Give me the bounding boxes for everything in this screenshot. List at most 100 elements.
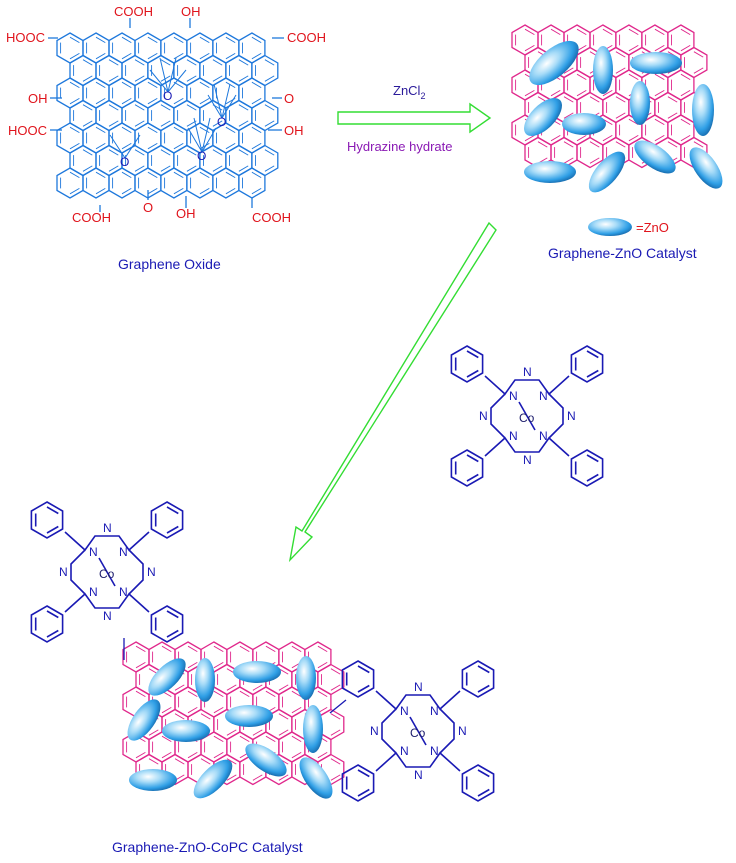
double-bond xyxy=(251,171,262,178)
n-atom: N xyxy=(430,704,439,718)
double-bond xyxy=(108,59,119,66)
double-bond xyxy=(199,171,210,178)
double-bond xyxy=(121,53,132,60)
double-bond xyxy=(537,141,548,148)
epoxy-oxygen-4: O xyxy=(197,149,206,163)
n-atom: N xyxy=(119,545,128,559)
double-bond xyxy=(238,75,249,82)
graphene-oxide-substituent-bonds xyxy=(48,18,284,212)
double-bond xyxy=(252,729,263,736)
double-bond xyxy=(95,143,106,150)
double-bond xyxy=(317,645,328,652)
double-bond xyxy=(278,713,289,720)
zno-particle xyxy=(529,40,579,86)
n-atom: N xyxy=(103,521,112,535)
double-bond xyxy=(186,104,197,111)
double-bond xyxy=(357,788,370,797)
double-bond xyxy=(46,629,59,638)
graphene-oxide-functional-groups: HOOC COOH OH COOH OH O HOOC OH COOH O OH… xyxy=(6,4,326,225)
double-bond xyxy=(147,53,158,60)
double-bond xyxy=(135,752,146,759)
double-bond xyxy=(186,165,197,172)
epoxy-oxygen-2: O xyxy=(217,115,226,129)
graphene-zno-label: Graphene-ZnO Catalyst xyxy=(548,245,697,261)
zno-particle xyxy=(245,743,287,777)
macrocycle-bond xyxy=(70,549,86,595)
double-bond xyxy=(628,73,639,80)
double-bond xyxy=(586,369,599,378)
reagent-hydrazine-hydrate: Hydrazine hydrate xyxy=(347,139,453,154)
double-bond xyxy=(239,735,250,742)
reaction-arrow-2 xyxy=(288,221,497,563)
double-bond xyxy=(213,752,224,759)
double-bond xyxy=(654,118,665,125)
double-bond xyxy=(82,75,93,82)
hooc-top-left: HOOC xyxy=(6,30,45,45)
double-bond xyxy=(213,645,224,652)
double-bond xyxy=(199,36,210,43)
double-bond xyxy=(46,525,59,534)
double-bond xyxy=(226,774,237,781)
double-bond xyxy=(278,684,289,691)
double-bond xyxy=(477,684,490,693)
double-bond xyxy=(225,36,236,43)
double-bond xyxy=(147,143,158,150)
double-bond xyxy=(680,45,691,52)
double-bond xyxy=(264,165,275,172)
double-bond xyxy=(586,473,599,482)
double-bond xyxy=(108,104,119,111)
double-bond xyxy=(213,707,224,714)
double-bond xyxy=(213,690,224,697)
double-bond xyxy=(278,729,289,736)
zno-particle xyxy=(299,757,333,799)
zno-particle xyxy=(588,151,626,193)
n-atom: N xyxy=(523,453,532,467)
double-bond xyxy=(317,752,328,759)
zno-legend-particle xyxy=(588,218,632,236)
double-bond xyxy=(239,690,250,697)
double-bond xyxy=(82,104,93,111)
double-bond xyxy=(317,690,328,697)
double-bond xyxy=(330,713,341,720)
double-bond xyxy=(108,75,119,82)
double-bond xyxy=(95,53,106,60)
double-bond xyxy=(693,67,704,74)
double-bond xyxy=(357,769,370,778)
double-bond xyxy=(186,75,197,82)
double-bond xyxy=(69,53,80,60)
double-bond xyxy=(148,758,159,765)
double-bond xyxy=(187,752,198,759)
double-bond xyxy=(174,758,185,765)
double-bond xyxy=(69,98,80,105)
double-bond xyxy=(69,36,80,43)
double-bond xyxy=(160,75,171,82)
oh-top: OH xyxy=(181,4,201,19)
double-bond xyxy=(628,28,639,35)
double-bond xyxy=(173,53,184,60)
co-coordination-bond xyxy=(518,401,536,431)
n-atom: N xyxy=(539,429,548,443)
double-bond xyxy=(148,729,159,736)
double-bond xyxy=(576,73,587,80)
double-bond xyxy=(524,135,535,142)
benzene-ring xyxy=(150,605,184,643)
double-bond xyxy=(238,149,249,156)
double-bond xyxy=(225,171,236,178)
cooh-bottom-right: COOH xyxy=(252,210,291,225)
macrocycle-bond xyxy=(484,375,570,396)
double-bond xyxy=(576,28,587,35)
double-bond xyxy=(654,45,665,52)
n-atom: N xyxy=(147,565,156,579)
double-bond xyxy=(524,45,535,52)
double-bond xyxy=(330,774,341,781)
oh-right: OH xyxy=(284,123,304,138)
double-bond xyxy=(225,81,236,88)
double-bond xyxy=(589,157,600,164)
double-bond xyxy=(589,141,600,148)
double-bond xyxy=(667,112,678,119)
double-bond xyxy=(238,120,249,127)
double-bond xyxy=(69,188,80,195)
double-bond xyxy=(602,90,613,97)
double-bond xyxy=(82,120,93,127)
